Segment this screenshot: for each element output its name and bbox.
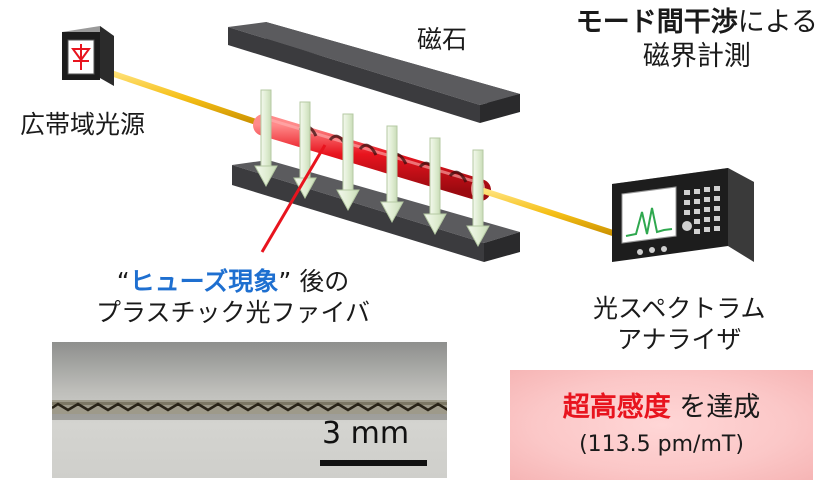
- scale-bar: [320, 460, 427, 466]
- magnetic-field-arrow-icon: [380, 125, 404, 224]
- title-strong: モード間干渉: [575, 7, 738, 38]
- fiber-label-rest: ” 後の: [278, 267, 350, 296]
- analyzer-label-line2: アナライザ: [617, 325, 742, 354]
- diagram-title: モード間干渉による 磁界計測: [576, 6, 818, 74]
- fuse-phenomenon-term: ヒューズ現象: [129, 267, 279, 296]
- fiber-label-line2: プラスチック光ファイバ: [96, 298, 371, 327]
- magnet-label: 磁石: [417, 25, 468, 54]
- output-fiber: [481, 188, 625, 239]
- magnetic-field-arrows: [254, 89, 490, 248]
- magnet-top: [228, 22, 520, 123]
- magnetic-field-arrow-icon: [336, 113, 360, 212]
- fiber-photo: [52, 342, 447, 478]
- fiber-label: “ヒューズ現象” 後の プラスチック光ファイバ: [96, 266, 370, 328]
- magnetic-field-arrow-icon: [254, 89, 278, 188]
- result-rest: を達成: [670, 392, 761, 423]
- title-rest: による: [737, 7, 818, 38]
- result-highlight: 超高感度: [562, 392, 671, 423]
- scale-bar-label: 3 mm: [322, 416, 410, 451]
- callout-line: [260, 144, 327, 253]
- spectrum-analyzer-icon: [612, 168, 754, 262]
- light-source-icon: [62, 26, 114, 86]
- magnetic-field-arrow-icon: [423, 137, 447, 236]
- open-quote: “: [116, 267, 130, 296]
- input-fiber: [105, 69, 265, 127]
- title-line2: 磁界計測: [642, 41, 751, 72]
- analyzer-label-line1: 光スペクトラム: [593, 294, 766, 323]
- analyzer-label: 光スペクトラム アナライザ: [593, 293, 766, 355]
- result-value: (113.5 pm/mT): [579, 432, 744, 457]
- magnetic-field-arrow-icon: [466, 149, 490, 248]
- light-source-label: 広帯域光源: [20, 110, 146, 139]
- result-box: 超高感度 を達成 (113.5 pm/mT): [510, 370, 813, 480]
